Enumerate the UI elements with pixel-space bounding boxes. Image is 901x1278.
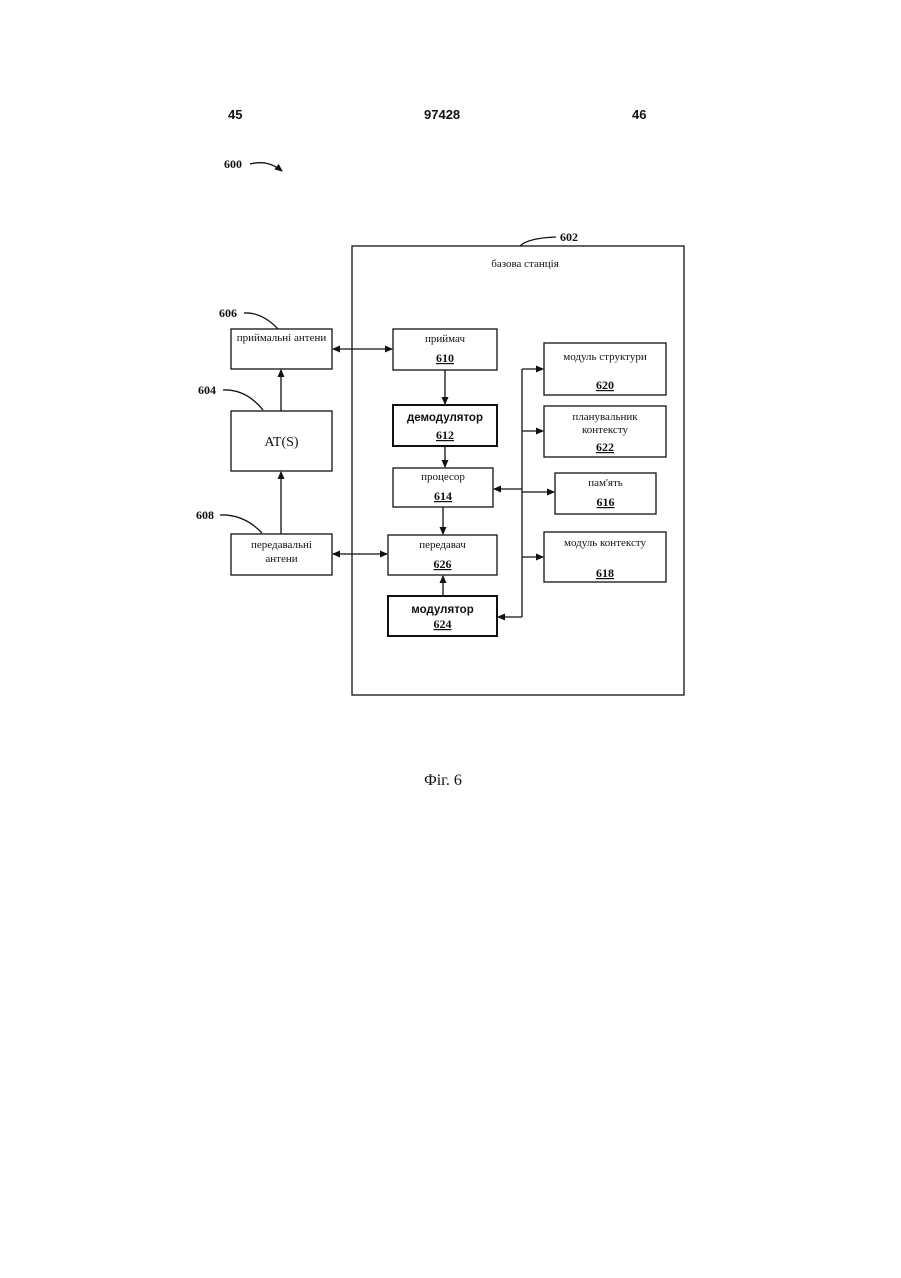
base-station-box [352,246,684,695]
memory-label: пам'ять [588,477,623,489]
page-number-left: 45 [228,107,242,122]
ats-ref: 604 [198,383,216,397]
figure-caption: Фіг. 6 [424,772,462,789]
demodulator-num: 612 [436,428,454,442]
ats-leader [223,390,263,410]
memory-num: 616 [597,495,615,509]
demodulator-label: демодулятор [407,412,483,424]
modulator-num: 624 [434,617,452,631]
tx-antennas-label-1: передавальні [251,539,312,551]
base-station-label: базова станція [491,258,559,270]
processor-num: 614 [434,489,452,503]
structure-module-label: модуль структури [563,351,647,363]
rx-antennas-ref: 606 [219,306,237,320]
context-module-num: 618 [596,566,614,580]
structure-module-num: 620 [596,378,614,392]
tx-antennas-leader [220,515,262,533]
base-station-ref: 602 [560,230,578,244]
context-module-label: модуль контексту [564,537,646,549]
document-number: 97428 [424,107,460,122]
figure-ref-arrow [250,163,282,171]
context-scheduler-label-1: планувальник [572,411,638,423]
tx-antennas-label-2: антени [265,553,297,565]
transmitter-label: передавач [419,539,466,551]
rx-antennas-label: приймальні антени [237,332,327,344]
context-scheduler-label-2: контексту [582,424,628,436]
figure-ref-label: 600 [224,157,242,171]
receiver-num: 610 [436,351,454,365]
transmitter-num: 626 [434,557,452,571]
receiver-label: приймач [425,333,465,345]
processor-label: процесор [421,471,465,483]
page-number-right: 46 [632,107,646,122]
tx-antennas-ref: 608 [196,508,214,522]
context-scheduler-num: 622 [596,440,614,454]
ats-label: AT(S) [264,435,299,450]
base-station-leader [520,237,556,246]
rx-antennas-leader [244,313,278,329]
modulator-label: модулятор [411,604,473,616]
